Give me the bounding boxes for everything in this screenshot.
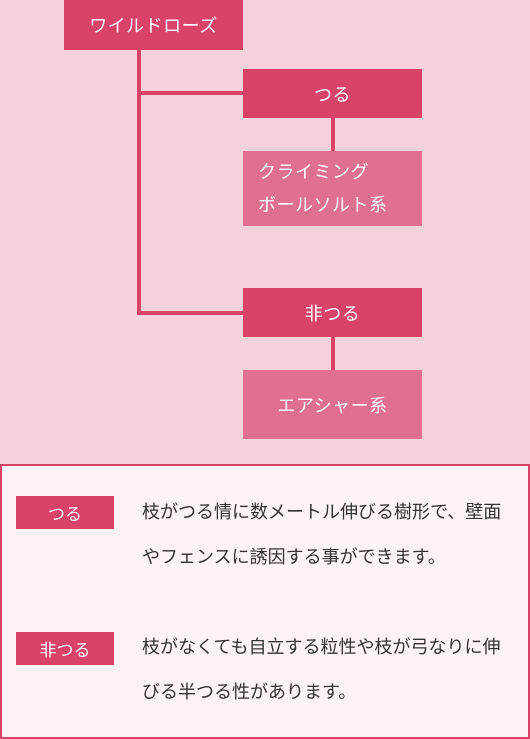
node-wild-rose-label: ワイルドローズ [89, 16, 218, 37]
node-climbing-line2: ボールソルト系 [258, 194, 388, 216]
node-air: エアシャー系 [243, 370, 422, 439]
legend-tag-tsuru: つる [16, 496, 114, 529]
rose-classification-tree: ワイルドローズ つる クライミング ボールソルト系 非つる エアシャー系 [64, 0, 422, 439]
connector-root-vertical [137, 50, 141, 315]
node-tsuru-label: つる [314, 84, 351, 106]
connector-to-hitsuru [137, 311, 243, 315]
node-climbing-line1: クライミング [258, 161, 369, 183]
node-climbing: クライミング ボールソルト系 [243, 151, 422, 226]
connector-to-tsuru [137, 91, 243, 95]
connector-tsuru-climbing [331, 118, 335, 151]
legend-tag-hitsuru: 非つる [16, 632, 114, 665]
legend-desc-hitsuru: 枝がなくても自立する粒性や枝が弓なりに伸びる半つる性があります。 [142, 637, 501, 703]
legend-panel: つる 枝がつる情に数メートル伸びる樹形で、壁面やフェンスに誘因する事ができます。… [0, 464, 530, 739]
node-hitsuru: 非つる [243, 288, 422, 337]
node-hitsuru-label: 非つる [304, 303, 361, 325]
node-tsuru: つる [243, 69, 422, 118]
legend-desc-tsuru: 枝がつる情に数メートル伸びる樹形で、壁面やフェンスに誘因する事ができます。 [142, 502, 502, 568]
connector-hitsuru-air [331, 337, 335, 370]
node-air-label: エアシャー系 [277, 395, 388, 417]
node-wild-rose: ワイルドローズ [64, 0, 243, 50]
